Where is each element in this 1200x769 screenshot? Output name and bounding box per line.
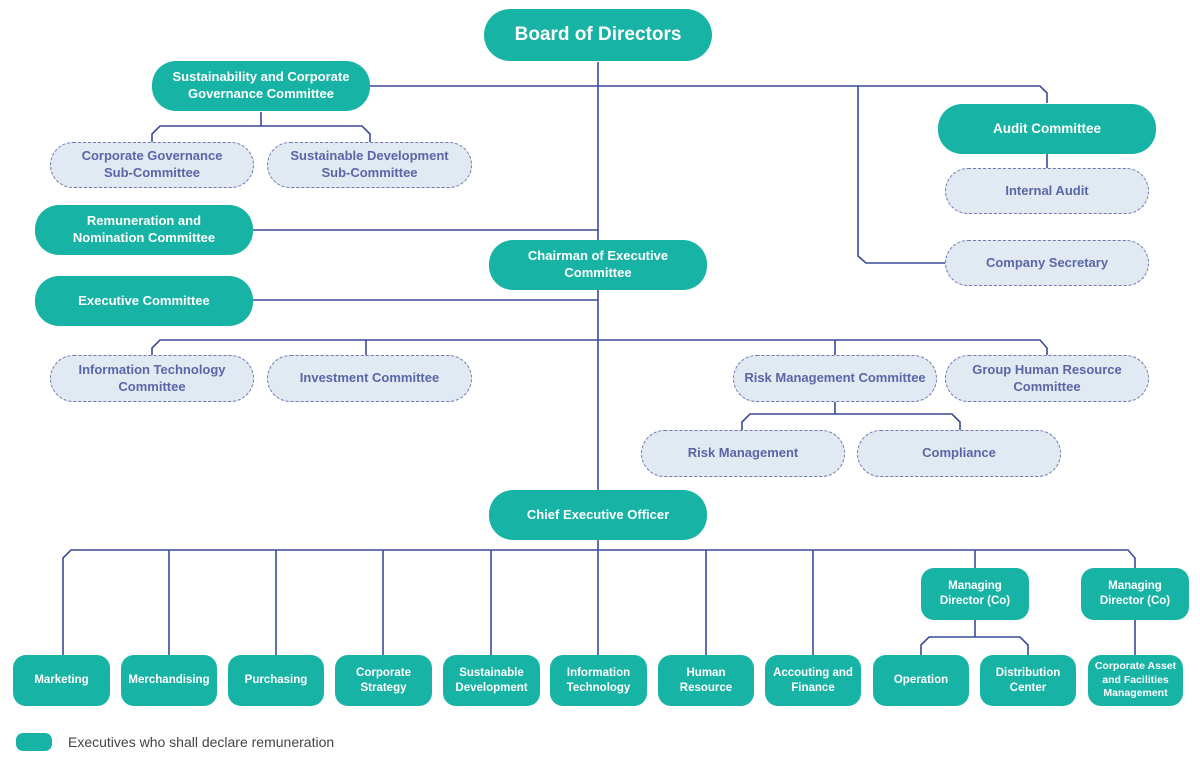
dept-purchasing: Purchasing [228,655,324,706]
dept-merchandising: Merchandising [121,655,217,706]
risk-management-committee: Risk Management Committee [733,355,937,402]
dept-accounting-finance: Accouting and Finance [765,655,861,706]
sustainability-governance-committee: Sustainability and Corporate Governance … [152,61,370,111]
executive-committee: Executive Committee [35,276,253,326]
dept-human-resource: Human Resource [658,655,754,706]
dept-sustainable-development: Sustainable Development [443,655,540,706]
sustainable-development-subcommittee: Sustainable Development Sub-Committee [267,142,472,188]
dept-operation: Operation [873,655,969,706]
legend-label: Executives who shall declare remuneratio… [68,734,335,750]
dept-corporate-asset-facilities: Corporate Asset and Facilities Managemen… [1088,655,1183,706]
managing-director-co-2: Managing Director (Co) [1081,568,1189,620]
audit-committee: Audit Committee [938,104,1156,154]
chief-executive-officer: Chief Executive Officer [489,490,707,540]
investment-committee: Investment Committee [267,355,472,402]
board-of-directors: Board of Directors [484,9,712,61]
compliance: Compliance [857,430,1061,477]
chairman-executive-committee: Chairman of Executive Committee [489,240,707,290]
dept-distribution-center: Distribution Center [980,655,1076,706]
corporate-governance-subcommittee: Corporate Governance Sub-Committee [50,142,254,188]
group-hr-committee: Group Human Resource Committee [945,355,1149,402]
remuneration-nomination-committee: Remuneration and Nomination Committee [35,205,253,255]
it-committee: Information Technology Committee [50,355,254,402]
connector [151,125,371,142]
risk-management: Risk Management [641,430,845,477]
dept-marketing: Marketing [13,655,110,706]
managing-director-co-1: Managing Director (Co) [921,568,1029,620]
connector [368,85,1048,103]
legend-swatch [16,733,52,751]
connector [741,413,961,430]
company-secretary: Company Secretary [945,240,1149,286]
dept-corporate-strategy: Corporate Strategy [335,655,432,706]
connector [62,549,1136,655]
internal-audit: Internal Audit [945,168,1149,214]
connector [151,339,1048,355]
connector [920,636,1029,655]
connector [857,86,945,264]
dept-information-technology: Information Technology [550,655,647,706]
